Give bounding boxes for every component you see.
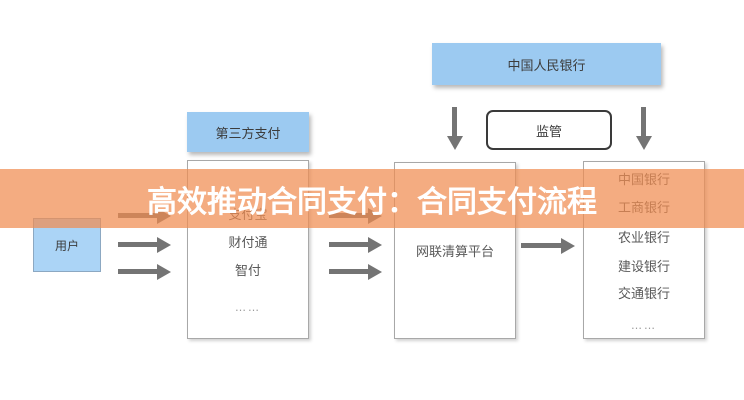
list-item-ellipsis: …… — [631, 319, 657, 332]
page-title: 高效推动合同支付：合同支付流程 — [147, 184, 597, 220]
pboc-label: 中国人民银行 — [507, 58, 586, 74]
arrow-shaft — [118, 242, 157, 247]
list-item: 智付 — [234, 264, 261, 279]
clearing-platform-label: 网联清算平台 — [415, 245, 494, 260]
supervision-label: 监管 — [535, 124, 562, 140]
arrow-right-icon — [521, 237, 575, 254]
arrow-shaft — [329, 269, 368, 274]
list-item: 建设银行 — [617, 260, 670, 275]
third-party-header-box: 第三方支付 — [187, 112, 309, 152]
user-label: 用户 — [54, 238, 79, 253]
arrow-head — [368, 263, 382, 280]
arrow-shaft — [118, 269, 157, 274]
arrow-head — [446, 136, 463, 150]
arrow-right-icon — [118, 263, 171, 280]
arrow-head — [561, 237, 575, 254]
arrow-shaft — [641, 107, 646, 136]
arrow-head — [157, 263, 171, 280]
arrow-head — [157, 236, 171, 253]
list-item: 农业银行 — [617, 231, 670, 246]
arrow-right-icon — [329, 236, 382, 253]
list-item: 交通银行 — [617, 287, 670, 302]
arrow-head — [368, 236, 382, 253]
list-item-ellipsis: …… — [235, 301, 261, 314]
pboc-box: 中国人民银行 — [432, 43, 661, 85]
list-item: 财付通 — [228, 236, 268, 251]
arrow-head — [635, 136, 652, 150]
title-banner: 高效推动合同支付：合同支付流程 — [0, 169, 744, 228]
third-party-header-label: 第三方支付 — [215, 126, 281, 142]
arrow-shaft — [452, 107, 457, 136]
arrow-shaft — [521, 243, 561, 248]
arrow-right-icon — [329, 263, 382, 280]
arrow-right-icon — [118, 236, 171, 253]
arrow-shaft — [329, 242, 368, 247]
arrow-down-icon — [635, 107, 652, 150]
arrow-down-icon — [446, 107, 463, 150]
supervision-box: 监管 — [486, 110, 612, 150]
